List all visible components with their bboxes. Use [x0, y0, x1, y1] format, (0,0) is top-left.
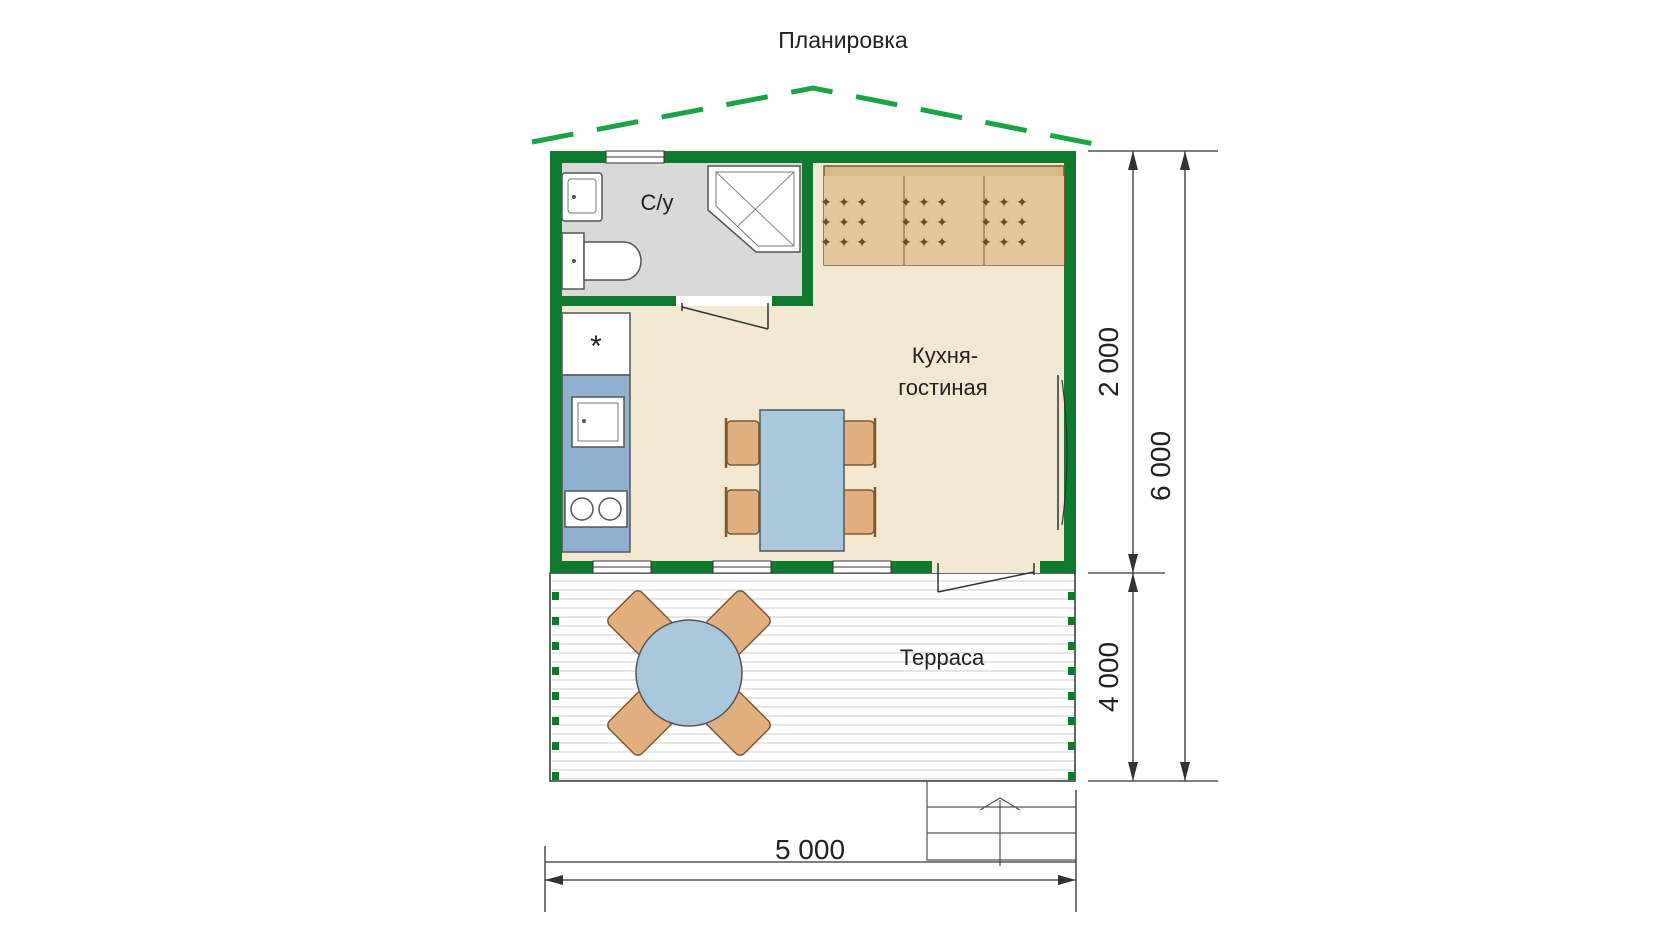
sofa-tuft-icon: ✦	[980, 234, 992, 250]
deck-post	[552, 617, 559, 625]
sofa-tuft-icon: ✦	[918, 234, 930, 250]
deck-post	[1068, 667, 1075, 675]
deck-post	[1068, 742, 1075, 750]
house-bottom-windows	[592, 560, 892, 574]
sofa: ✦ ✦ ✦ ✦ ✦ ✦ ✦ ✦ ✦ ✦ ✦ ✦ ✦ ✦ ✦ ✦ ✦ ✦ ✦ ✦ ✦ ✦ ✦ ✦ ✦ ✦ ✦	[820, 165, 1065, 266]
entrance-steps	[926, 781, 1076, 866]
deck-post	[552, 717, 559, 725]
sofa-tuft-icon: ✦	[998, 194, 1010, 210]
bathroom-door	[676, 296, 772, 330]
shower	[707, 165, 801, 253]
terrace-label: Терраса	[900, 645, 985, 670]
kitchen-label-line1: Кухня-	[912, 343, 978, 368]
svg-text:*: *	[590, 330, 602, 363]
sofa-tuft-icon: ✦	[918, 214, 930, 230]
deck-post	[552, 592, 559, 600]
deck-post	[1068, 592, 1075, 600]
dining-set	[724, 409, 877, 552]
dimension-house-height: 2 000	[1093, 327, 1124, 397]
deck-post	[1068, 642, 1075, 650]
toilet	[561, 232, 642, 290]
sofa-tuft-icon: ✦	[998, 214, 1010, 230]
entrance-door	[932, 561, 1040, 593]
kitchen-counter: *	[561, 312, 631, 553]
sofa-tuft-icon: ✦	[900, 234, 912, 250]
sofa-tuft-icon: ✦	[1016, 214, 1028, 230]
sofa-tuft-icon: ✦	[856, 214, 868, 230]
sofa-tuft-icon: ✦	[856, 194, 868, 210]
kitchen-label-line2: гостиная	[898, 375, 987, 400]
sofa-tuft-icon: ✦	[936, 214, 948, 230]
sofa-tuft-icon: ✦	[1016, 194, 1028, 210]
roof-outline	[531, 85, 1095, 147]
sofa-tuft-icon: ✦	[998, 234, 1010, 250]
sofa-tuft-icon: ✦	[838, 194, 850, 210]
sofa-tuft-icon: ✦	[1016, 234, 1028, 250]
sofa-tuft-icon: ✦	[980, 214, 992, 230]
deck-post	[552, 692, 559, 700]
terrace-table-set	[607, 590, 771, 756]
sofa-tuft-icon: ✦	[900, 214, 912, 230]
dimension-width: 5 000	[775, 834, 845, 865]
deck-post	[552, 642, 559, 650]
sofa-tuft-icon: ✦	[820, 194, 832, 210]
deck-post	[1068, 717, 1075, 725]
sofa-tuft-icon: ✦	[856, 234, 868, 250]
bathroom-window	[605, 150, 665, 164]
sofa-tuft-icon: ✦	[838, 234, 850, 250]
plan-title: Планировка	[778, 27, 908, 53]
deck-post	[1068, 617, 1075, 625]
sofa-tuft-icon: ✦	[918, 194, 930, 210]
sofa-tuft-icon: ✦	[900, 194, 912, 210]
sofa-tuft-icon: ✦	[838, 214, 850, 230]
deck-post	[552, 667, 559, 675]
dimension-lines	[544, 150, 1218, 912]
sofa-tuft-icon: ✦	[820, 234, 832, 250]
sofa-tuft-icon: ✦	[820, 214, 832, 230]
deck-post	[552, 742, 559, 750]
sofa-tuft-icon: ✦	[936, 234, 948, 250]
sofa-tuft-icon: ✦	[980, 194, 992, 210]
deck-post	[552, 772, 559, 780]
dimension-terrace-height: 4 000	[1093, 642, 1124, 712]
deck-post	[1068, 772, 1075, 780]
bathroom-label: С/у	[641, 190, 674, 215]
kitchen-side-window	[1057, 375, 1068, 530]
sofa-tuft-icon: ✦	[936, 194, 948, 210]
dimension-total-height: 6 000	[1145, 431, 1176, 501]
deck-post	[1068, 692, 1075, 700]
bathroom-sink	[561, 172, 603, 222]
